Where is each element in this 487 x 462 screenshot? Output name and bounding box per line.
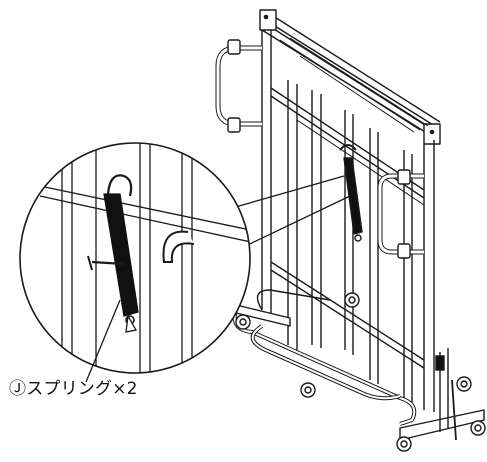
- caster-wheel-icon: [235, 292, 486, 452]
- folded-frame-drawing: [215, 9, 486, 452]
- left-handle-icon: [215, 45, 262, 127]
- magnified-detail: [19, 142, 251, 383]
- spring-callout-label: Ⓙスプリング×2: [9, 379, 138, 399]
- frame-spring-icon: [343, 157, 363, 235]
- zoom-spring-icon: [103, 193, 139, 317]
- right-handle-icon: [377, 173, 424, 255]
